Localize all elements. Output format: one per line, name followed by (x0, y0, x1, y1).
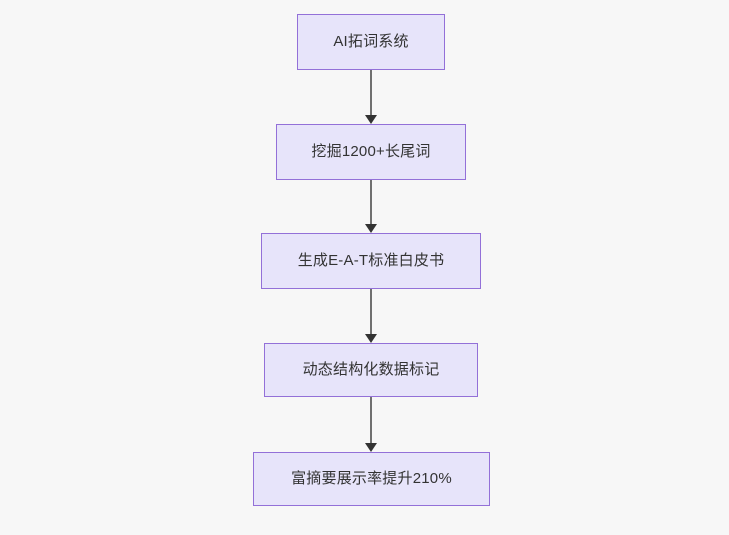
flowchart-node-label: AI拓词系统 (333, 33, 409, 50)
flowchart-node-3[interactable]: 生成E-A-T标准白皮书 (261, 233, 481, 289)
arrowhead-icon (365, 443, 377, 452)
flowchart-edge-1 (362, 70, 380, 124)
flowchart-node-1[interactable]: AI拓词系统 (297, 14, 445, 70)
flowchart-edge-2 (362, 180, 380, 233)
flowchart-edge-3 (362, 289, 380, 343)
flowchart-node-label: 动态结构化数据标记 (302, 361, 440, 378)
flowchart-node-5[interactable]: 富摘要展示率提升210% (253, 452, 490, 506)
edge-line (370, 180, 372, 225)
flowchart-node-label: 生成E-A-T标准白皮书 (297, 252, 445, 269)
flowchart-node-2[interactable]: 挖掘1200+长尾词 (276, 124, 466, 180)
flowchart-edge-4 (362, 397, 380, 452)
flowchart-node-4[interactable]: 动态结构化数据标记 (264, 343, 478, 397)
edge-line (370, 289, 372, 335)
flowchart-node-label: 富摘要展示率提升210% (291, 470, 452, 487)
flowchart-node-label: 挖掘1200+长尾词 (311, 143, 431, 160)
arrowhead-icon (365, 224, 377, 233)
edge-line (370, 70, 372, 116)
arrowhead-icon (365, 115, 377, 124)
arrowhead-icon (365, 334, 377, 343)
edge-line (370, 397, 372, 444)
